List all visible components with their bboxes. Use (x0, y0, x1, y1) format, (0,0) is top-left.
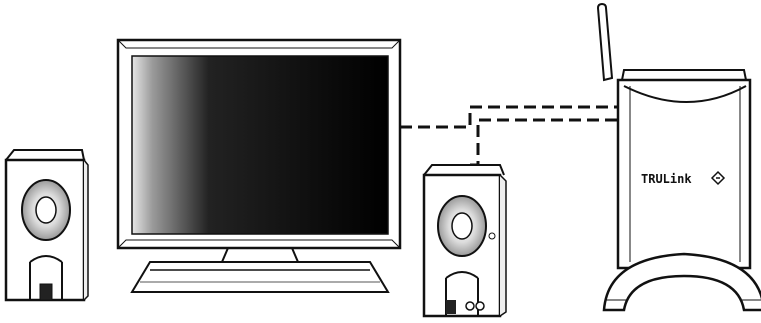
cable-speaker-to-receiver (470, 120, 620, 165)
right-speaker-jack (466, 302, 474, 310)
cable-tv-to-receiver (400, 107, 620, 127)
left-speaker (6, 150, 88, 300)
receiver-antenna (598, 4, 612, 80)
right-speaker (424, 165, 506, 316)
tv-stand (132, 262, 388, 292)
receiver-brand-label: TRULink (641, 172, 692, 186)
tv-screen (132, 56, 388, 234)
wireless-receiver: TRULink (598, 4, 761, 310)
television (118, 40, 400, 292)
